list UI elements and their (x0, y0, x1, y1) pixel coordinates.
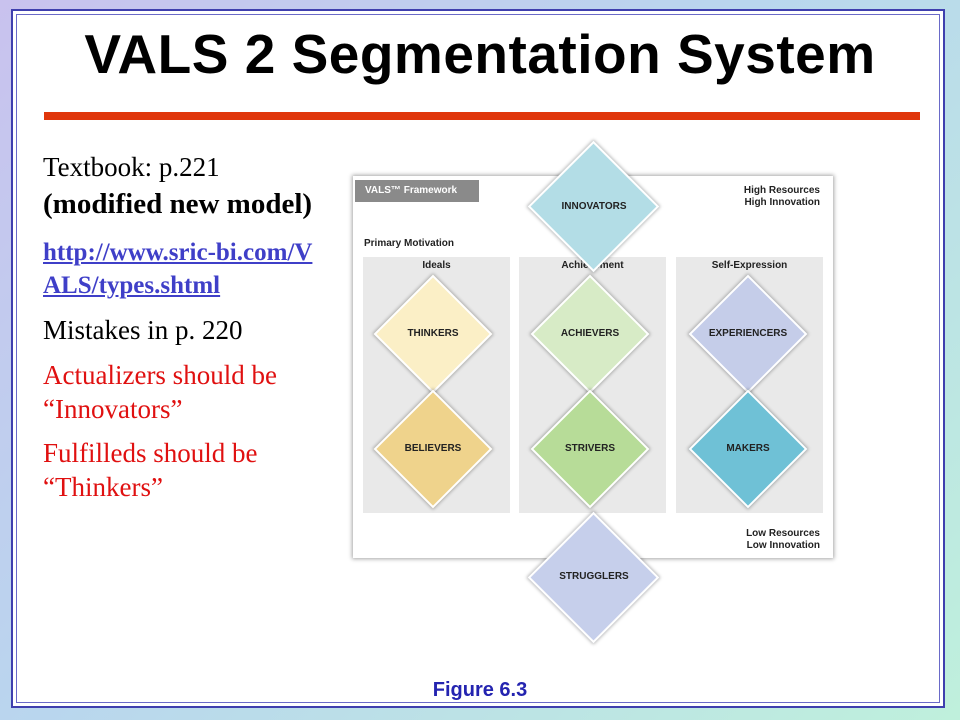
column-header-self-expression: Self-Expression (711, 260, 788, 271)
left-text-panel: Textbook: p.221 (modified new model) htt… (43, 150, 333, 504)
label-experiencers: EXPERIENCERS (708, 328, 788, 339)
high-resources-text: High Resources (743, 185, 820, 196)
vals-types-link[interactable]: http://www.sric-bi.com/VALS/types.shtml (43, 239, 313, 299)
label-thinkers: THINKERS (407, 328, 459, 339)
low-resources-label: Low Resources Low Innovation (690, 528, 820, 552)
label-innovators: INNOVATORS (561, 201, 627, 212)
title-underline (44, 112, 920, 120)
modified-model-note: (modified new model) (43, 188, 313, 220)
correction-fulfilleds: Fulfilleds should be (43, 438, 258, 468)
high-resources-label: High Resources High Innovation (690, 185, 820, 209)
correction-innovators: “Innovators” (43, 394, 183, 424)
correction-actualizers: Actualizers should be (43, 360, 277, 390)
correction-thinkers: “Thinkers” (43, 472, 163, 502)
figure-caption: Figure 6.3 (432, 679, 528, 701)
label-achievers: ACHIEVERS (560, 328, 620, 339)
mistakes-note: Mistakes in p. 220 (43, 315, 243, 345)
high-innovation-text: High Innovation (744, 197, 820, 208)
primary-motivation-label: Primary Motivation (364, 238, 455, 249)
label-believers: BELIEVERS (404, 443, 462, 454)
slide-title: VALS 2 Segmentation System (84, 23, 876, 85)
label-strugglers: STRUGGLERS (559, 571, 629, 582)
low-resources-text: Low Resources (746, 528, 820, 539)
framework-label: VALS™ Framework (355, 180, 479, 202)
textbook-reference: Textbook: p.221 (43, 152, 220, 182)
low-innovation-text: Low Innovation (746, 540, 820, 551)
label-makers: MAKERS (726, 443, 770, 454)
label-strivers: STRIVERS (564, 443, 615, 454)
column-header-ideals: Ideals (422, 260, 451, 271)
